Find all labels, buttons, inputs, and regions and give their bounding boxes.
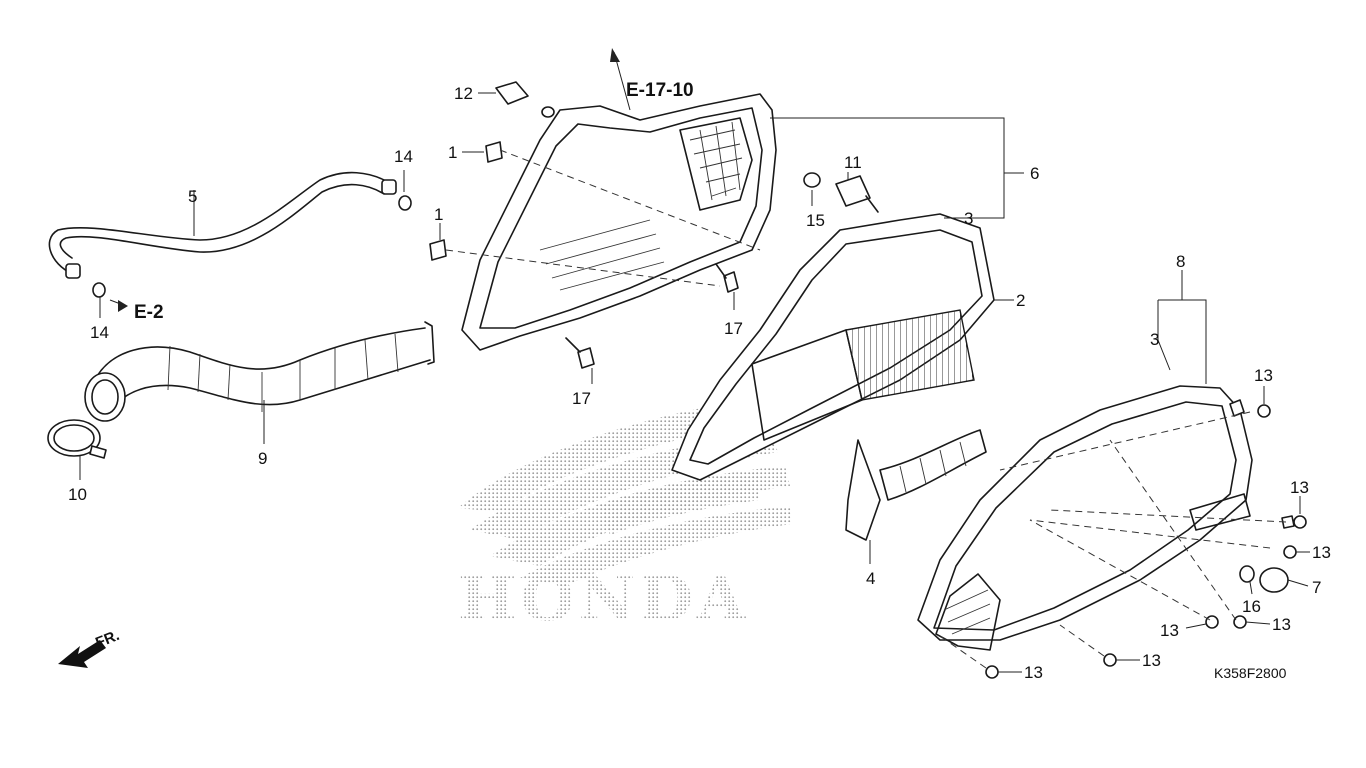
air-cleaner-case-cover [917,385,1253,651]
callout-number: 11 [844,153,862,172]
callout-number: 13 [1272,615,1291,634]
reference-label: E-17-10 [626,80,694,101]
callout-number: 15 [806,211,825,230]
callout-number: 13 [1254,366,1273,385]
callout-number: 2 [1016,291,1025,310]
hose-clamp-part [47,419,107,459]
drain-cap-part [1239,565,1289,593]
callout-number: 8 [1176,252,1185,271]
reference-label: E-2 [134,302,164,323]
breather-hose-part [48,171,412,298]
inner-duct-part [845,429,987,541]
callout-number: 16 [1242,597,1261,616]
drain-tube-part [803,172,879,213]
assembly-lines [445,149,1287,669]
callout-number: 7 [1312,578,1321,597]
callout-number: 6 [1030,164,1039,183]
callout-number: 3 [964,209,973,228]
callout-number: 3 [1150,330,1159,349]
intake-duct-part [84,321,435,422]
callout-number: 9 [258,449,267,468]
honda-wordmark-watermark: HONDA [458,562,749,635]
callout-number: 1 [448,143,457,162]
callout-number: 5 [188,187,197,206]
callout-number: 13 [1142,651,1161,670]
clip-nut-part [495,81,529,105]
callout-number: 4 [866,569,875,588]
callout-number: 17 [572,389,591,408]
air-filter-element-part [671,213,995,481]
leader-lines [79,48,1310,673]
diagram-code: K358F2800 [1214,665,1287,681]
cover-screws [985,399,1307,679]
front-direction-label: FR. [93,627,122,652]
callout-number: 13 [1160,621,1179,640]
callout-number: 14 [394,147,413,166]
case-bolts [429,141,739,369]
callout-number: 1 [434,205,443,224]
callout-number: 13 [1290,478,1309,497]
callout-number: 13 [1312,543,1331,562]
front-direction-arrow: FR. [58,627,122,668]
callout-number: 17 [724,319,743,338]
air-cleaner-case-upper [461,93,777,351]
callout-number: 12 [454,84,473,103]
callout-labels: 1 1 2 3 3 4 5 6 7 8 9 10 11 12 13 13 13 … [68,84,1331,682]
callout-number: 14 [90,323,109,342]
callout-number: 13 [1024,663,1043,682]
callout-number: 10 [68,485,87,504]
